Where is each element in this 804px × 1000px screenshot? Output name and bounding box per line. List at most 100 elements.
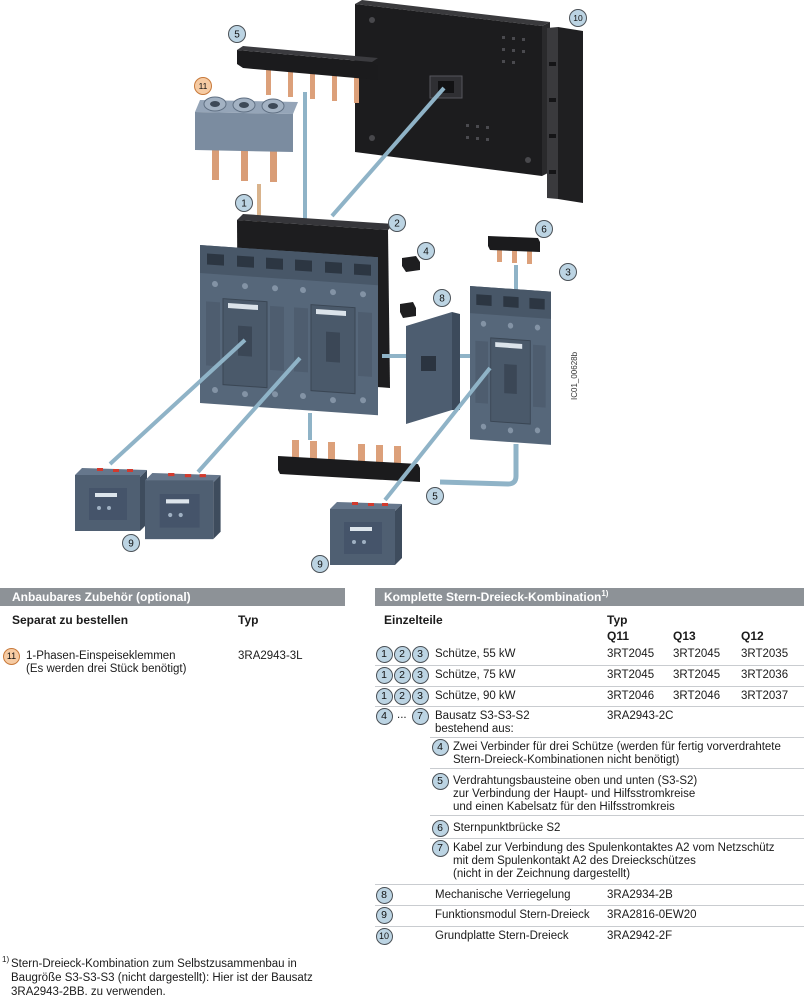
top-busbar-top-face xyxy=(237,46,378,62)
star-point-bridge xyxy=(488,236,540,252)
contactor-row-label: Schütze, 75 kW xyxy=(435,668,516,681)
interlock-side xyxy=(452,312,460,410)
figure-callout-9-right: 9 xyxy=(311,555,329,573)
bottom-busbar xyxy=(278,456,420,482)
callout-number: 9 xyxy=(317,560,323,571)
kit-part-text: Stern-Dreieck-Kombinationen nicht benöti… xyxy=(453,753,680,766)
callout-circle xyxy=(535,220,553,238)
accessories-header: Anbaubares Zubehör (optional) xyxy=(12,590,191,604)
row-divider xyxy=(430,815,804,816)
contactor-row-label: Schütze, 90 kW xyxy=(435,689,516,702)
callout-number: 3 xyxy=(565,268,571,279)
bottom-busbar-pin xyxy=(328,442,335,462)
feed-terminal-screw xyxy=(239,102,249,108)
kit-type: 3RA2943-2C xyxy=(607,709,674,722)
callout-2: 2 xyxy=(393,667,411,684)
exploded-view-illustration: IC01_00628b 10 5 11 1 2 4 6 xyxy=(75,0,587,573)
figure-callout-3: 3 xyxy=(559,263,577,281)
callout-4: 4 xyxy=(431,739,449,756)
mounting-rail-notch xyxy=(549,170,556,174)
callout-circle xyxy=(433,289,451,307)
type-q11: 3RT2045 xyxy=(607,647,655,660)
footnote-line: 3RA2943-2BB. zu verwenden. xyxy=(11,986,166,998)
assembly-line-module-c xyxy=(383,366,492,502)
auxiliary-cable xyxy=(439,444,519,487)
figure-callout-2: 2 xyxy=(388,214,406,232)
feed-terminal-screw xyxy=(268,103,278,109)
type-q12: 3RT2035 xyxy=(741,647,789,660)
callout-range-separator: ... xyxy=(397,709,407,721)
assembly-line-module-a xyxy=(108,338,247,466)
callout-number: 11 xyxy=(199,81,208,91)
combination-col-item: Einzelteile xyxy=(384,613,443,627)
callout-circle xyxy=(122,534,140,552)
footnote-line: Baugröße S3-S3-S3 (nicht dargestellt): H… xyxy=(11,972,313,984)
base-plate-top-edge xyxy=(355,0,550,26)
callout-number: 1 xyxy=(241,199,247,210)
mounting-rail-notch xyxy=(549,98,556,102)
row-divider xyxy=(375,905,804,906)
top-busbar-pin xyxy=(310,73,315,99)
bottom-busbar-pin xyxy=(394,446,401,466)
star-bridge-pin xyxy=(512,249,517,263)
callout-8: 8 xyxy=(375,887,393,904)
function-module-a xyxy=(75,468,147,531)
row-divider xyxy=(375,926,804,927)
callout-number: 5 xyxy=(432,492,438,503)
top-busbar-pin xyxy=(288,71,293,97)
base-plate-hole xyxy=(476,137,479,140)
figure-callout-9-left: 9 xyxy=(122,534,140,552)
extra-label: Funktionsmodul Stern-Dreieck xyxy=(435,908,590,921)
callout-circle xyxy=(194,77,212,95)
callout-10: 10 xyxy=(375,928,393,945)
contactor-q13 xyxy=(287,250,379,416)
accessory-label-line1: 1-Phasen-Einspeiseklemmen xyxy=(26,650,176,662)
callout-4: 4 xyxy=(375,708,393,725)
figure-callout-4: 4 xyxy=(417,242,435,260)
combination-header-text: Komplette Stern-Dreieck-Kombination xyxy=(384,590,602,604)
row-divider xyxy=(375,884,804,885)
callout-number: 5 xyxy=(234,30,240,41)
function-module-b xyxy=(145,473,221,540)
base-plate-hole xyxy=(476,125,479,128)
top-busbar-pin xyxy=(332,75,337,101)
callout-1: 1 xyxy=(375,667,393,684)
row-divider xyxy=(430,768,804,769)
contactor-carrier-top xyxy=(237,214,394,230)
callout-7: 7 xyxy=(411,708,429,725)
figure-callout-10: 10 xyxy=(569,9,587,27)
base-plate-hole xyxy=(502,60,505,63)
type-q13: 3RT2046 xyxy=(673,689,721,702)
type-q11: 3RT2045 xyxy=(607,668,655,681)
callout-3: 3 xyxy=(411,667,429,684)
callout-6: 6 xyxy=(431,820,449,837)
col-q12: Q12 xyxy=(741,629,764,643)
feed-terminal-body xyxy=(195,112,293,152)
accessories-col-item: Separat zu bestellen xyxy=(12,613,129,627)
base-plate-hole xyxy=(466,124,469,127)
top-busbar xyxy=(237,50,378,80)
base-plate-hole xyxy=(522,50,525,53)
kit-part-text: und einen Kabelsatz für den Hilfsstromkr… xyxy=(453,800,675,813)
mounting-rail-notch xyxy=(549,62,556,66)
accessories-header-bar: Anbaubares Zubehör (optional) xyxy=(0,588,345,606)
accessory-label-line2: (Es werden drei Stück benötigt) xyxy=(26,663,187,675)
callout-number: 10 xyxy=(573,13,583,23)
kit-part-text: (nicht in der Zeichnung dargestellt) xyxy=(453,867,631,880)
contactor-q12 xyxy=(469,285,552,446)
row-divider xyxy=(375,665,804,666)
callout-9: 9 xyxy=(375,907,393,924)
extra-type: 3RA2816-0EW20 xyxy=(607,908,697,921)
base-plate-hole xyxy=(466,136,469,139)
feed-terminal-pin xyxy=(212,148,219,180)
mounting-rail-front xyxy=(547,27,558,199)
figure-callout-6: 6 xyxy=(535,220,553,238)
figure-callout-8: 8 xyxy=(433,289,451,307)
base-plate-screw xyxy=(525,157,531,163)
type-q13: 3RT2045 xyxy=(673,647,721,660)
base-plate-hole xyxy=(512,61,515,64)
assembly-line-base-plate xyxy=(330,86,446,218)
type-q13: 3RT2045 xyxy=(673,668,721,681)
footnote-mark: 1) xyxy=(2,955,10,964)
base-plate-hole xyxy=(486,126,489,129)
